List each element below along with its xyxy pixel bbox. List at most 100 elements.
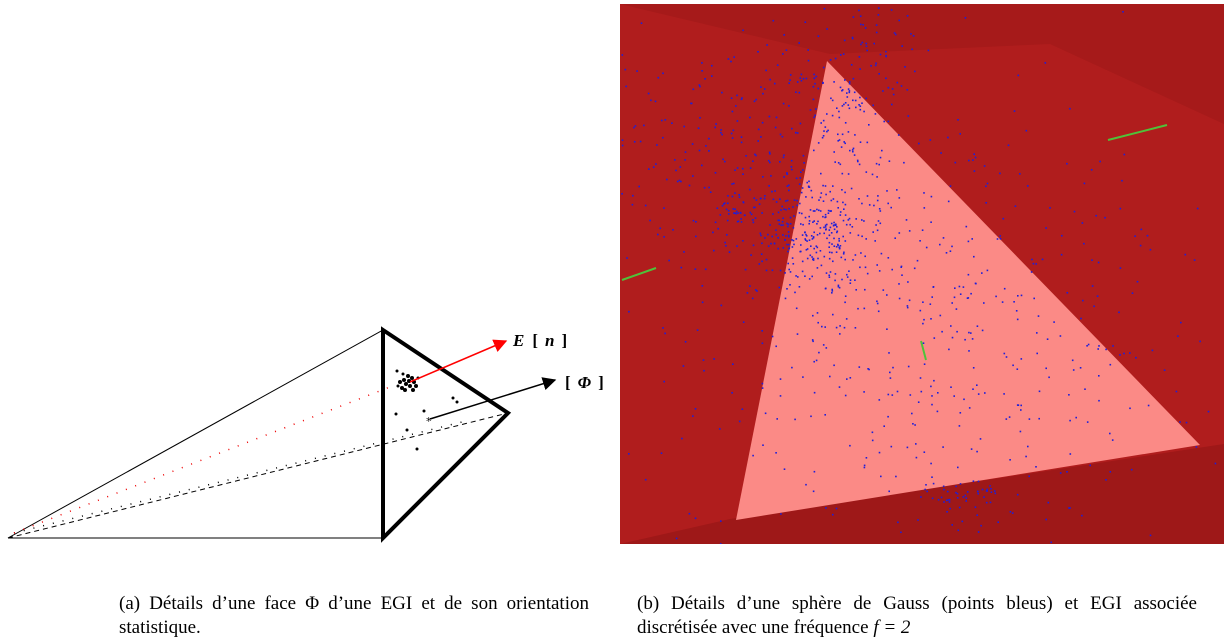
sphere-point	[968, 407, 971, 409]
sphere-point	[836, 230, 839, 233]
sphere-point	[823, 7, 826, 10]
sphere-point	[733, 212, 735, 214]
sphere-point	[800, 79, 803, 82]
sphere-point	[745, 155, 747, 157]
sphere-point	[786, 172, 788, 174]
sphere-point	[698, 149, 701, 152]
sphere-point	[727, 202, 729, 205]
sphere-point	[755, 199, 758, 201]
sphere-point	[873, 42, 875, 45]
sphere-point	[812, 314, 814, 317]
sphere-point	[768, 115, 771, 118]
sphere-point	[832, 185, 834, 187]
sphere-point	[827, 212, 830, 214]
sphere-point	[949, 250, 952, 252]
sphere-point	[805, 233, 807, 236]
sphere-point	[904, 66, 906, 68]
sphere-point	[971, 338, 974, 340]
sphere-point	[900, 265, 903, 268]
sphere-point	[1075, 416, 1077, 419]
sphere-point	[787, 223, 790, 226]
sphere-point	[836, 226, 838, 228]
sphere-point	[787, 231, 790, 233]
sphere-point	[914, 424, 916, 426]
sphere-point	[817, 321, 819, 324]
sphere-point	[857, 234, 860, 237]
sphere-point	[866, 195, 869, 197]
sphere-point	[966, 491, 969, 493]
sphere-point	[713, 249, 715, 252]
sphere-point	[812, 258, 814, 261]
sphere-point	[853, 91, 856, 94]
sphere-point	[774, 126, 777, 129]
sphere-point	[877, 14, 880, 16]
sphere-point	[839, 163, 842, 166]
sphere-point	[764, 195, 766, 197]
sphere-point	[808, 180, 810, 183]
sphere-point	[800, 223, 802, 225]
sphere-point	[815, 251, 818, 254]
sphere-point	[788, 247, 791, 249]
sphere-point	[908, 299, 911, 302]
sphere-point	[1098, 375, 1100, 377]
sphere-point	[789, 284, 791, 286]
sphere-point	[809, 109, 812, 111]
sphere-point	[818, 209, 820, 212]
sphere-point	[812, 221, 814, 223]
sphere-point	[735, 105, 737, 107]
sphere-point	[740, 218, 742, 220]
sphere-point	[844, 191, 846, 194]
sphere-point	[985, 490, 988, 492]
sphere-point	[731, 392, 733, 394]
sphere-point	[803, 162, 805, 164]
sphere-point	[813, 231, 815, 234]
sphere-point	[1097, 261, 1100, 264]
sphere-point	[868, 124, 870, 126]
sphere-point	[769, 224, 771, 226]
sphere-point	[968, 350, 970, 352]
sphere-point	[675, 537, 678, 540]
sphere-point	[1095, 214, 1097, 217]
sphere-point	[732, 363, 734, 365]
sphere-point	[1005, 356, 1008, 358]
sphere-point	[836, 107, 838, 109]
sphere-point	[768, 185, 770, 187]
sphere-point	[764, 237, 766, 239]
sphere-point	[832, 224, 835, 227]
sphere-point	[742, 321, 745, 323]
pyramid-outline	[7, 329, 509, 539]
sphere-point	[831, 99, 834, 102]
sphere-point	[818, 199, 820, 201]
sphere-point	[724, 160, 726, 163]
sphere-point	[844, 394, 847, 397]
sphere-point	[907, 365, 910, 368]
sphere-point	[891, 103, 893, 106]
sphere-point	[764, 412, 767, 415]
sphere-point	[851, 37, 854, 40]
caption-b: (b) Détails d’une sphère de Gauss (point…	[637, 592, 1197, 640]
sphere-point	[792, 263, 795, 265]
sphere-point	[824, 213, 827, 216]
sphere-point	[801, 260, 804, 263]
sphere-point	[791, 127, 793, 130]
sphere-point	[957, 119, 959, 121]
sphere-point	[776, 64, 779, 66]
sphere-point	[848, 81, 851, 83]
sphere-point	[955, 308, 958, 310]
sphere-point	[807, 59, 810, 62]
sphere-point	[843, 208, 845, 210]
sphere-point	[742, 173, 744, 175]
sphere-point	[877, 310, 880, 313]
sphere-point	[784, 238, 786, 241]
sphere-point	[811, 238, 814, 240]
sphere-point	[903, 161, 905, 164]
sphere-point	[893, 32, 896, 34]
sphere-point	[867, 368, 869, 370]
sphere-point	[721, 204, 724, 207]
sphere-point	[1185, 421, 1188, 424]
sphere-point	[977, 490, 979, 493]
sphere-point	[980, 524, 982, 527]
sphere-point	[838, 246, 840, 249]
sphere-point	[792, 239, 795, 242]
sphere-point	[798, 91, 801, 94]
